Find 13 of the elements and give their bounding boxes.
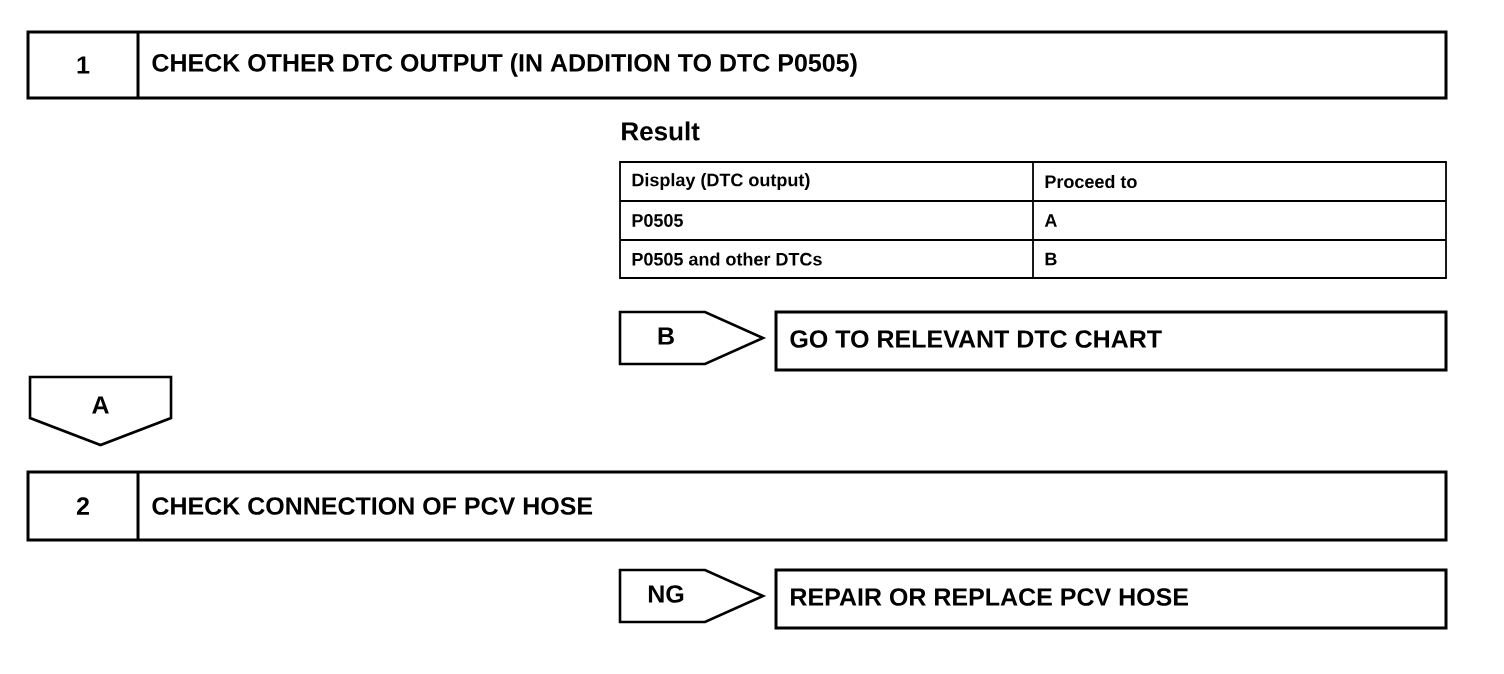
- table-cell: Display (DTC output): [632, 173, 810, 190]
- arrow-tag: NG: [618, 568, 767, 624]
- table-cell: A: [1044, 214, 1057, 227]
- table-cell: P0505 and other DTCs: [632, 252, 822, 266]
- table-cell: Proceed to: [1045, 174, 1137, 189]
- table-cell: B: [1045, 252, 1057, 266]
- arrow-tag: A: [28, 375, 173, 447]
- step-box: 1 CHECK OTHER DTC OUTPUT (IN ADDITION TO DTC P0505): [26, 30, 1448, 100]
- action-box: GO TO RELEVANT DTC CHART: [774, 310, 1448, 372]
- step-box: 2 CHECK CONNECTION OF PCV HOSE: [26, 470, 1448, 542]
- table-cell: P0505: [632, 214, 683, 227]
- arrow-tag: B: [618, 310, 767, 366]
- action-box: REPAIR OR REPLACE PCV HOSE: [774, 568, 1448, 630]
